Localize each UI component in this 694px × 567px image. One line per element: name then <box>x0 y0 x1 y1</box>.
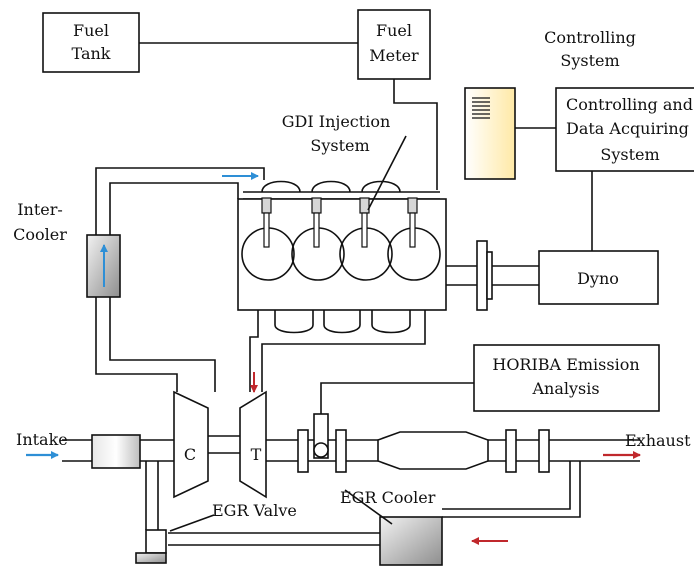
fuel-tank-label-line2: Tank <box>72 44 111 63</box>
flange-4 <box>538 429 550 473</box>
egr-valve-pointer <box>169 514 215 532</box>
intercooler-label-line2: Cooler <box>13 225 67 244</box>
egr-pipe-outer <box>442 461 581 518</box>
sampling-probe-tip <box>313 442 329 458</box>
egr-cooler-box <box>379 516 443 566</box>
horiba-sample-line <box>320 382 474 414</box>
flange-1 <box>297 429 309 473</box>
exhaust-pipe-outer <box>261 310 426 392</box>
gdi-label-line1: GDI Injection <box>282 112 391 131</box>
controlling-system-label-line2: System <box>560 51 619 70</box>
air-filter-box <box>91 434 141 469</box>
fuel-tank-label-line1: Fuel <box>73 21 109 40</box>
dyno-box <box>538 250 659 305</box>
fuel-tank-box <box>42 12 140 73</box>
flange-3 <box>505 429 517 473</box>
exhaust-pipe-inner <box>249 310 259 392</box>
coupling-flange-left <box>476 240 488 311</box>
exhaust-runner-1 <box>274 310 314 334</box>
manifold-runner-1 <box>261 180 301 193</box>
egr-valve-actuator <box>135 552 167 564</box>
gdi-pointer <box>367 135 407 211</box>
server-vents <box>472 97 490 119</box>
horiba-label-line2: Analysis <box>531 379 599 398</box>
manifold-runner-2 <box>311 180 351 193</box>
horiba-label-line1: HORIBA Emission <box>492 355 639 374</box>
catalyst <box>377 431 489 470</box>
exhaust-label: Exhaust <box>625 431 691 450</box>
exhaust-runner-3 <box>371 310 411 334</box>
flange-2 <box>335 429 347 473</box>
cdas-box <box>555 87 694 172</box>
fuel-meter-box <box>357 9 431 80</box>
controlling-system-label-line1: Controlling <box>544 28 636 47</box>
turbine-housing <box>239 390 267 499</box>
egr-valve <box>145 529 167 554</box>
compressor-housing <box>173 390 209 499</box>
compressor-label: C <box>184 445 196 464</box>
fuel-line-meter-rail <box>393 79 438 190</box>
fuel-meter-label-line2: Meter <box>369 46 419 65</box>
cdas-label-line2: Data Acquiring <box>566 119 689 138</box>
egr-cooler-pointer <box>344 489 393 525</box>
fuel-meter-label-line1: Fuel <box>376 21 412 40</box>
coupling-flange-right <box>486 251 493 300</box>
intercooler-label-line1: Inter- <box>17 200 63 219</box>
exhaust-runner-2 <box>323 310 361 334</box>
gdi-label-line2: System <box>310 136 369 155</box>
cdas-label-line1: Controlling and <box>566 95 693 114</box>
horiba-box <box>473 344 660 412</box>
turbine-label: T <box>251 445 262 464</box>
charge-pipe-inner <box>109 182 239 392</box>
server-tower <box>464 87 516 180</box>
egr-cooler-label: EGR Cooler <box>340 488 436 507</box>
intake-label: Intake <box>16 430 68 449</box>
egr-pipe-inner <box>442 461 571 510</box>
egr-valve-label: EGR Valve <box>212 501 297 520</box>
manifold-runner-3 <box>361 180 401 193</box>
injectors <box>261 197 418 248</box>
cdas-label-line3: System <box>600 145 659 164</box>
dyno-label: Dyno <box>577 269 619 288</box>
